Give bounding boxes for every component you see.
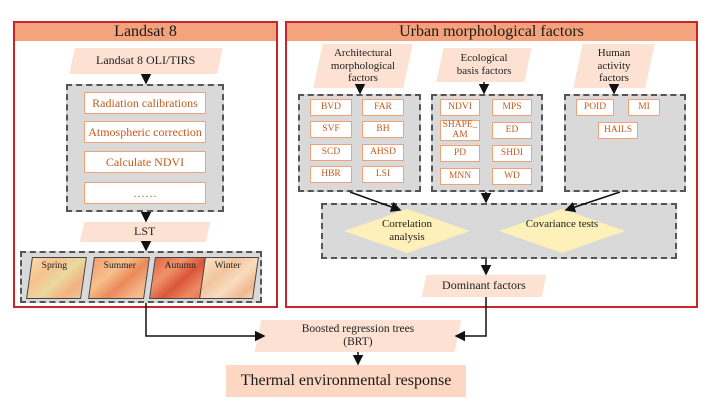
- factor-bh: BH: [362, 121, 404, 138]
- factor-shape-am: SHAPE_AM: [440, 120, 480, 141]
- factor-shdi: SHDI: [492, 145, 532, 162]
- factor-hails: HAILS: [598, 122, 638, 139]
- factor-ahsd: AHSD: [362, 144, 404, 161]
- factor-lsi: LSI: [362, 166, 404, 183]
- factor-bvd: BVD: [310, 99, 352, 116]
- factor-svf: SVF: [310, 121, 352, 138]
- arrow-human-to-analysis: [564, 191, 621, 213]
- step-radiation-calibrations: Radiation calibrations: [84, 92, 206, 114]
- correlation-analysis-label: Correlation analysis: [381, 218, 433, 243]
- urban-factors-panel: [285, 21, 698, 308]
- thermal-response-label: Thermal environmental response: [240, 372, 452, 389]
- factor-ed: ED: [492, 122, 532, 139]
- step-ellipsis: ……: [84, 182, 206, 204]
- factor-pd: PD: [440, 145, 480, 162]
- line-dominant-to-brt: [454, 297, 487, 342]
- factor-mi: MI: [628, 99, 660, 116]
- factor-poid: POID: [576, 99, 614, 116]
- factor-scd: SCD: [310, 144, 352, 161]
- correlation-diamond: [344, 209, 470, 253]
- covariance-tests-label: Covariance tests: [525, 218, 599, 230]
- factor-mps: MPS: [492, 99, 532, 116]
- arrow-arch-to-analysis: [349, 191, 402, 212]
- thermal-response-box: Thermal environmental response: [226, 365, 466, 397]
- covariance-diamond: [499, 209, 625, 253]
- urban-factors-panel-title: Urban morphological factors: [287, 23, 696, 41]
- factor-mnn: MNN: [440, 168, 480, 185]
- factor-wd: WD: [492, 168, 532, 185]
- step-atmospheric-correction: Atmospheric correction: [84, 121, 206, 143]
- factor-ndvi: NDVI: [440, 99, 480, 116]
- factor-hbr: HBR: [310, 166, 352, 183]
- factor-far: FAR: [362, 99, 404, 116]
- step-calculate-ndvi: Calculate NDVI: [84, 151, 206, 173]
- landsat-panel-title: Landsat 8: [15, 23, 276, 41]
- line-maps-to-brt: [145, 303, 266, 342]
